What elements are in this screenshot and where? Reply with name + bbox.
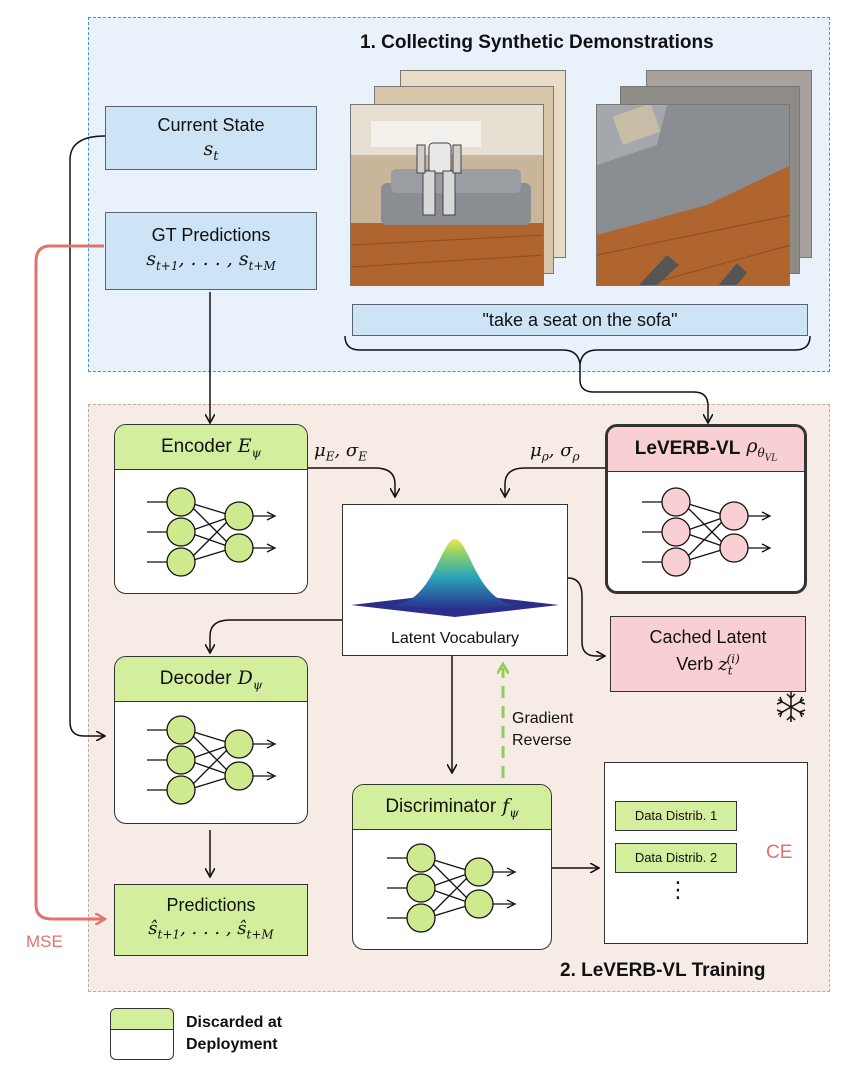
instruction-to-policy-arrow xyxy=(579,364,708,422)
instruction-text: "take a seat on the sofa" xyxy=(482,310,678,330)
encoder-symbol: Eψ xyxy=(237,434,262,460)
discriminator-card: Discriminator fψ xyxy=(352,784,552,950)
ce-loss-label: CE xyxy=(766,842,793,863)
current-state-box: Current State st xyxy=(105,106,317,170)
latent-vocabulary-box: Latent Vocabulary xyxy=(342,504,568,656)
cached-latent-line2: Verb xyxy=(676,654,714,674)
gaussian-plot-icon xyxy=(351,539,559,617)
predictions-box: Predictions ŝt+1, . . . , ŝt+M xyxy=(114,884,308,956)
state-to-decoder-arrow xyxy=(69,135,105,736)
gradient-reverse-line1: Gradient xyxy=(512,710,574,727)
training-section-title: 2. LeVERB-VL Training xyxy=(560,960,766,981)
current-state-symbol: st xyxy=(203,138,219,164)
encoder-label: Encoder xyxy=(160,436,232,457)
encoder-card: Encoder Eψ xyxy=(114,424,308,594)
gt-predictions-symbol: st+1, . . . , st+M xyxy=(146,248,276,273)
gradient-reverse-line2: Reverse xyxy=(512,732,572,749)
policy-symbol: ρθVL xyxy=(746,434,778,464)
third-person-demo-image xyxy=(350,104,544,286)
data-distribution-1: Data Distrib. 1 xyxy=(615,801,737,831)
gt-predictions-box: GT Predictions st+1, . . . , st+M xyxy=(105,212,317,290)
robot-figure xyxy=(416,127,462,216)
robot-feet xyxy=(638,255,747,285)
policy-output-label: μρ, σρ xyxy=(530,440,580,464)
latent-vocabulary-label: Latent Vocabulary xyxy=(390,630,520,647)
policy-card: LeVERB-VL ρθVL xyxy=(605,424,807,594)
discriminator-header: Discriminator fψ xyxy=(353,785,551,830)
gradient-reverse-label: Gradient Reverse xyxy=(512,708,573,752)
data-distributions-box: Data Distrib. 1 Data Distrib. 2 ⋮ xyxy=(604,762,808,944)
latent-to-cached-arrow xyxy=(567,577,604,656)
encoder-network-icon xyxy=(147,487,277,577)
latent-to-decoder-arrow xyxy=(210,619,342,652)
mse-loss-label: MSE xyxy=(26,932,63,951)
predictions-label: Predictions xyxy=(166,895,256,915)
decoder-network-icon xyxy=(147,715,277,805)
cached-latent-line1: Cached Latent xyxy=(649,627,767,647)
discriminator-label: Discriminator xyxy=(385,796,497,817)
data-distribution-2: Data Distrib. 2 xyxy=(615,843,737,873)
collect-section-title: 1. Collecting Synthetic Demonstrations xyxy=(360,32,714,53)
encoder-header: Encoder Eψ xyxy=(115,425,307,470)
discriminator-symbol: fψ xyxy=(502,794,519,820)
predictions-symbol: ŝt+1, . . . , ŝt+M xyxy=(148,918,274,942)
legend-swatch xyxy=(110,1008,174,1060)
legend-swatch-green xyxy=(111,1009,173,1030)
policy-header: LeVERB-VL ρθVL xyxy=(608,427,804,472)
more-distributions-ellipsis: ⋮ xyxy=(667,877,689,902)
current-state-label: Current State xyxy=(157,115,265,135)
encoder-output-label: μE, σE xyxy=(314,440,367,464)
gt-predictions-label: GT Predictions xyxy=(151,225,271,245)
policy-label: LeVERB-VL xyxy=(634,438,741,459)
encoder-to-latent-arrow xyxy=(308,467,395,496)
decoder-card: Decoder Dψ xyxy=(114,656,308,824)
policy-to-latent-arrow xyxy=(505,467,605,496)
cached-latent-symbol: zt(i) xyxy=(718,652,740,678)
legend-line2: Deployment xyxy=(186,1036,278,1053)
mse-loop-arrow xyxy=(34,244,104,919)
decoder-symbol: Dψ xyxy=(237,666,263,692)
egocentric-demo-image xyxy=(596,104,790,286)
legend-text: Discarded at Deployment xyxy=(186,1012,282,1056)
instruction-brace xyxy=(344,335,811,365)
policy-network-icon xyxy=(642,487,772,577)
legend-line1: Discarded at xyxy=(186,1014,283,1031)
decoder-header: Decoder Dψ xyxy=(115,657,307,702)
instruction-box: "take a seat on the sofa" xyxy=(352,304,808,336)
discriminator-network-icon xyxy=(387,843,517,933)
snowflake-icon xyxy=(776,692,806,722)
cached-latent-box: Cached Latent Verb zt(i) xyxy=(610,616,806,692)
decoder-label: Decoder xyxy=(159,668,232,689)
